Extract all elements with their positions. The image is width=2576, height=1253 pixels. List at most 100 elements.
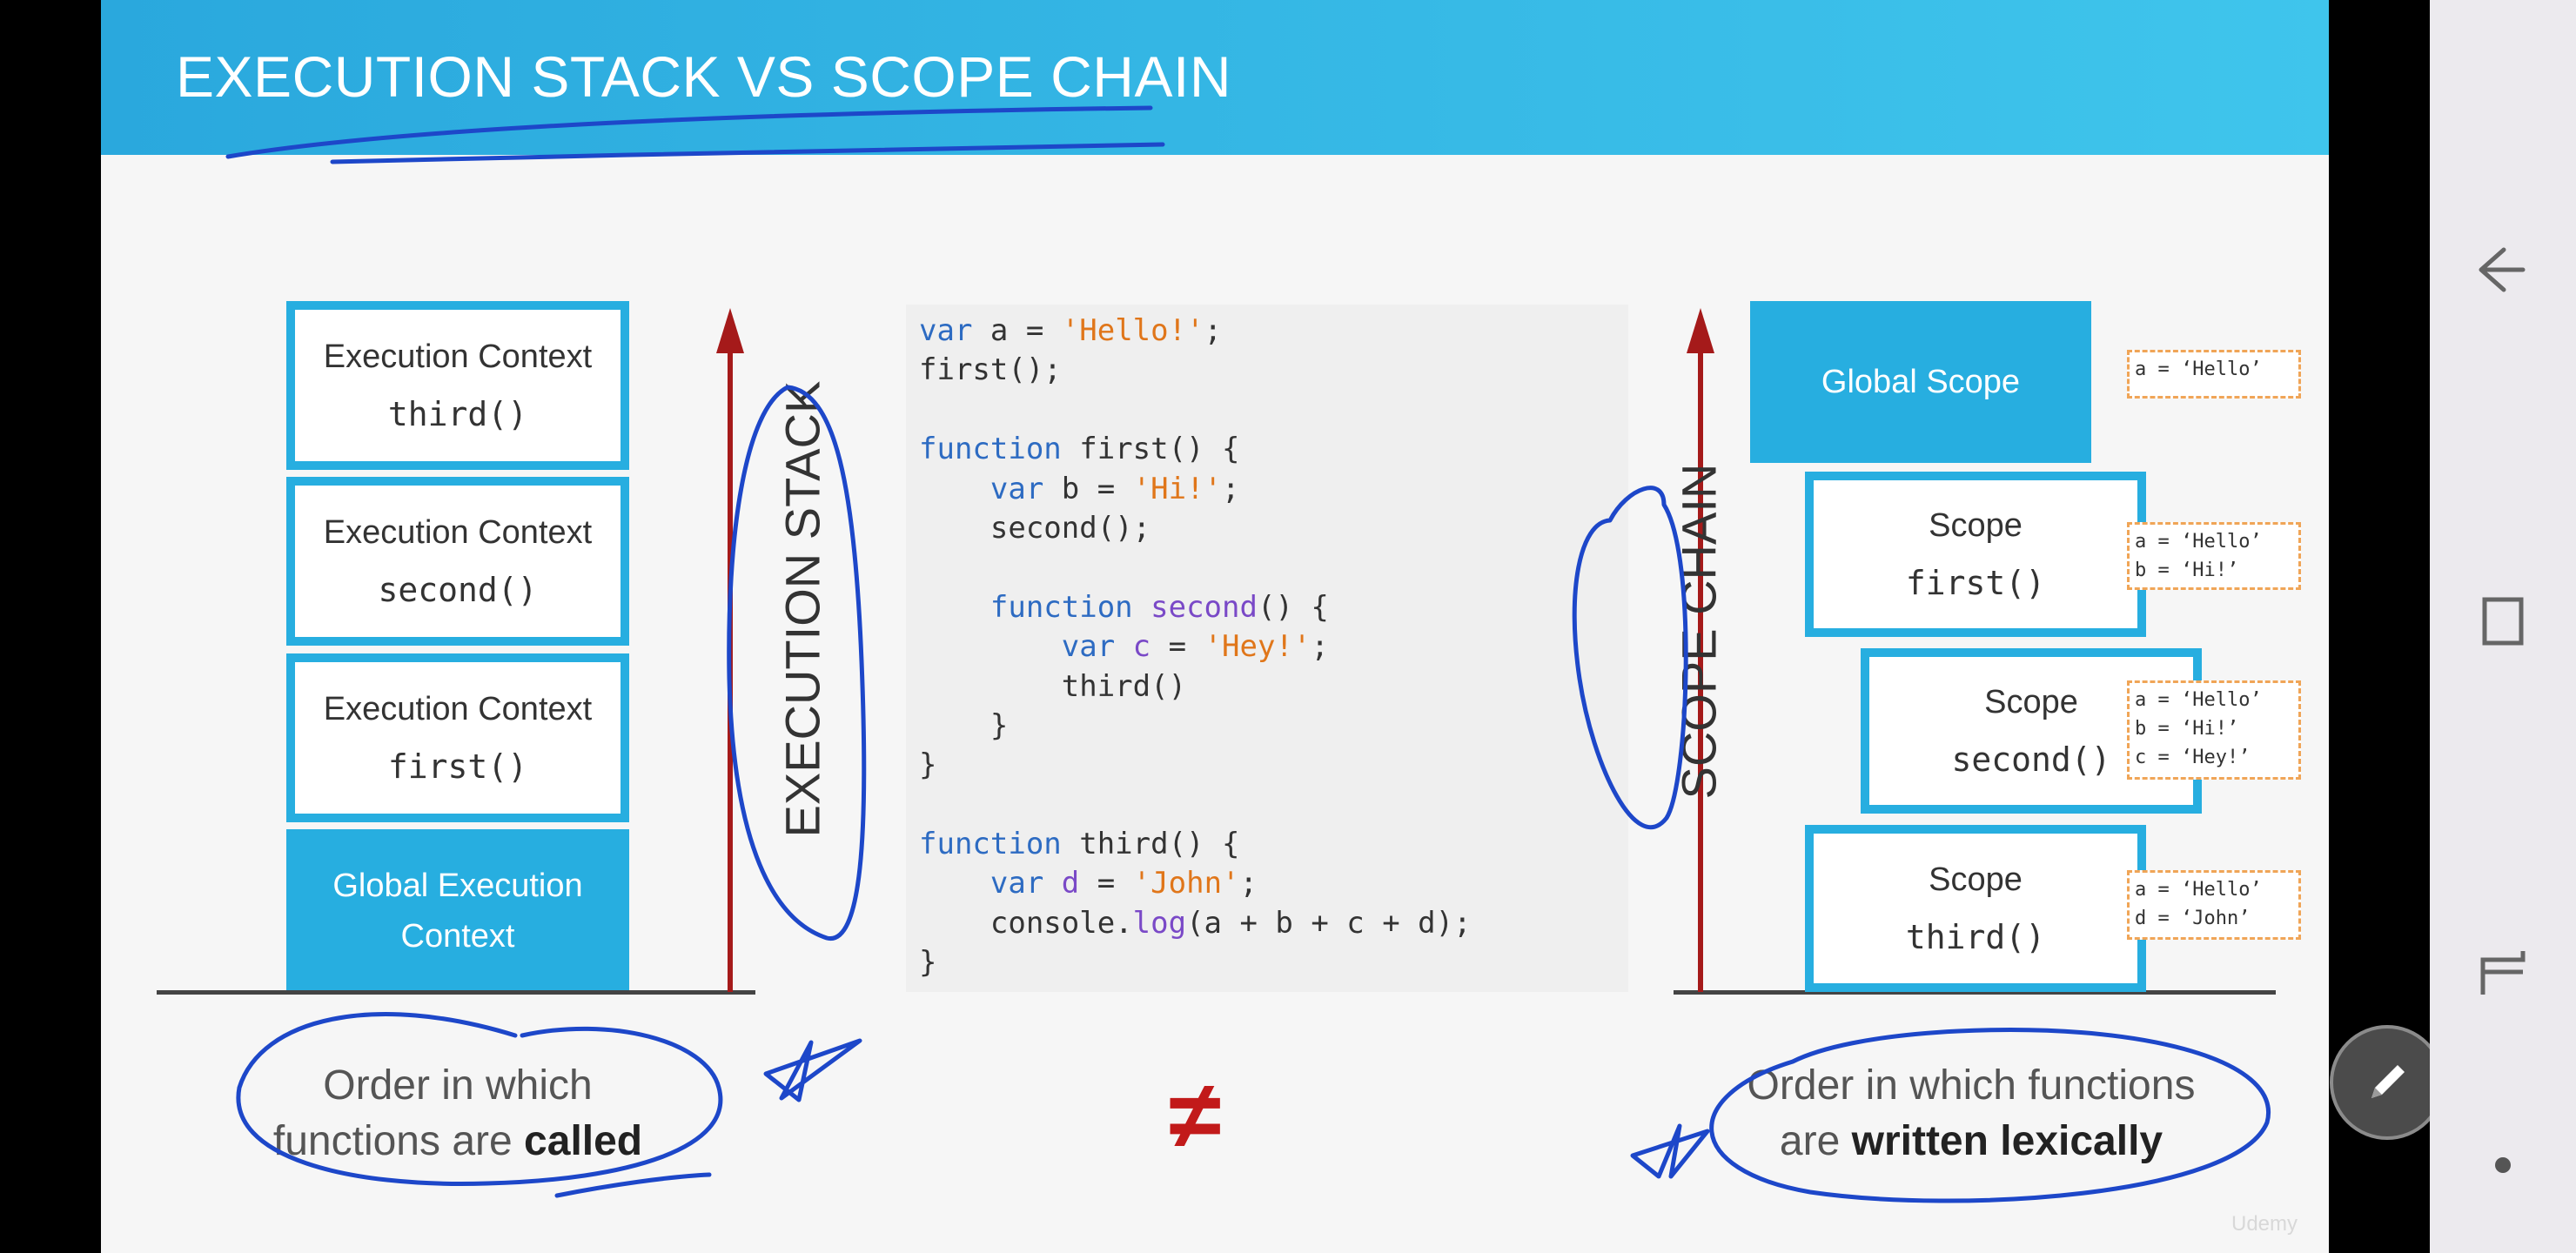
code-token: } (919, 747, 937, 783)
caption-emphasis: written lexically (1851, 1118, 2163, 1164)
code-token: ; (1222, 471, 1240, 506)
code-token (919, 629, 1062, 664)
code-line: function second() { (919, 588, 1472, 627)
code-line: } (919, 746, 1472, 785)
caption-line1: Order in which functions (1747, 1062, 2196, 1109)
scope-chain-caption: Order in which functions are written lex… (1706, 1058, 2237, 1169)
code-line (919, 786, 1472, 825)
code-token: var (989, 866, 1044, 901)
caption-line2: functions are (272, 1118, 525, 1164)
global-scope: Global Scope (1750, 301, 2091, 463)
scope-label: Scope (1929, 861, 2023, 898)
scope-arrow-head (1687, 308, 1714, 353)
stack-baseline (157, 990, 755, 995)
code-token: d (1061, 866, 1080, 901)
first-scope-vars: a = ‘Hello’ b = ‘Hi!’ (2127, 522, 2301, 590)
scope-function: third() (1905, 917, 2046, 956)
home-button[interactable] (2459, 929, 2546, 1016)
code-token: 'John' (1132, 866, 1240, 901)
code-token: third() (919, 668, 1187, 704)
code-token: 'Hi!' (1132, 471, 1223, 506)
code-line: first(); (919, 351, 1472, 390)
code-token: var (919, 313, 973, 348)
code-token: function (989, 589, 1133, 625)
code-token: third() { (1061, 827, 1240, 862)
second-scope-vars: a = ‘Hello’ b = ‘Hi!’ c = ‘Hey!’ (2127, 680, 2301, 780)
caption-line1: Order in which (323, 1062, 593, 1109)
code-token (1043, 866, 1061, 901)
recents-button[interactable] (2459, 578, 2546, 665)
code-token: = (1150, 629, 1204, 665)
scope-function: first() (1905, 563, 2046, 602)
code-line: console.log(a + b + c + d); (919, 904, 1472, 943)
caption-line2: are (1779, 1118, 1852, 1164)
code-token: second (1150, 589, 1258, 625)
slide-header: EXECUTION STACK VS SCOPE CHAIN (101, 0, 2329, 155)
home-icon (2480, 951, 2526, 995)
code-line: function first() { (919, 430, 1472, 469)
scope-third: Scope third() (1805, 825, 2146, 992)
code-token: ; (1311, 629, 1329, 665)
global-scope-vars: a = ‘Hello’ (2127, 350, 2301, 399)
code-line: var b = 'Hi!'; (919, 470, 1472, 509)
udemy-watermark: Udemy (2231, 1212, 2298, 1236)
scope-label: Scope (1984, 683, 2078, 720)
code-line (919, 548, 1472, 587)
code-line: second(); (919, 509, 1472, 548)
code-token: } (919, 945, 937, 981)
system-navigation-bar (2430, 0, 2576, 1253)
letterbox-left (0, 0, 101, 1253)
code-token (1133, 590, 1150, 625)
stack-arrow-shaft (728, 348, 733, 992)
context-function: third() (387, 394, 528, 433)
execution-context-first: Execution Context first() (286, 653, 629, 822)
execution-context-third: Execution Context third() (286, 301, 629, 470)
execution-stack-label: EXECUTION STACK (775, 380, 830, 838)
context-function: second() (378, 570, 538, 609)
code-line: } (919, 707, 1472, 746)
code-token: a = (972, 313, 1062, 348)
code-line (919, 391, 1472, 430)
lecture-slide: EXECUTION STACK VS SCOPE CHAIN Execution… (101, 0, 2329, 1253)
code-token: ; (1204, 313, 1223, 348)
stack-arrow-head (716, 308, 744, 353)
recents-icon (2482, 597, 2524, 646)
code-token: (a + b + c + d); (1186, 905, 1472, 941)
code-token: 'Hello!' (1061, 313, 1204, 348)
pen-icon (2371, 1065, 2405, 1098)
code-line: function third() { (919, 825, 1472, 864)
code-block: var a = 'Hello!'; first(); function first(… (919, 312, 1472, 983)
scope-chain-label: SCOPE CHAIN (1671, 463, 1727, 800)
context-function: first() (387, 747, 528, 786)
code-token: var (1061, 629, 1116, 665)
back-button[interactable] (2459, 226, 2546, 313)
indicator-dot (2495, 1157, 2511, 1173)
global-scope-label: Global Scope (1821, 363, 2021, 400)
not-equal-symbol: ≠ (1169, 1062, 1222, 1169)
code-token: = (1079, 866, 1133, 901)
global-execution-context: Global Execution Context (286, 829, 629, 993)
context-label: Execution Context (323, 690, 593, 727)
code-line: var d = 'John'; (919, 864, 1472, 903)
context-label: Execution Context (323, 513, 593, 551)
code-token: console. (919, 905, 1133, 941)
code-line: } (919, 943, 1472, 982)
code-token: c (1132, 629, 1151, 665)
code-token: first(); (919, 352, 1062, 388)
code-token: function (919, 432, 1062, 467)
annotation-pen-button[interactable] (2330, 1025, 2445, 1140)
code-token: } (919, 707, 1009, 743)
code-token: log (1132, 905, 1187, 941)
code-line: var c = 'Hey!'; (919, 627, 1472, 667)
code-line: third() (919, 667, 1472, 707)
code-token: first() { (1061, 432, 1240, 467)
code-token: function (919, 827, 1062, 862)
code-token (919, 590, 990, 625)
code-token: () { (1257, 589, 1329, 625)
global-context-line2: Context (400, 918, 515, 955)
code-token: b = (1043, 471, 1133, 506)
third-scope-vars: a = ‘Hello’ d = ‘John’ (2127, 870, 2301, 940)
execution-stack-caption: Order in which functions are called (229, 1058, 687, 1169)
code-token: ; (1239, 866, 1258, 901)
